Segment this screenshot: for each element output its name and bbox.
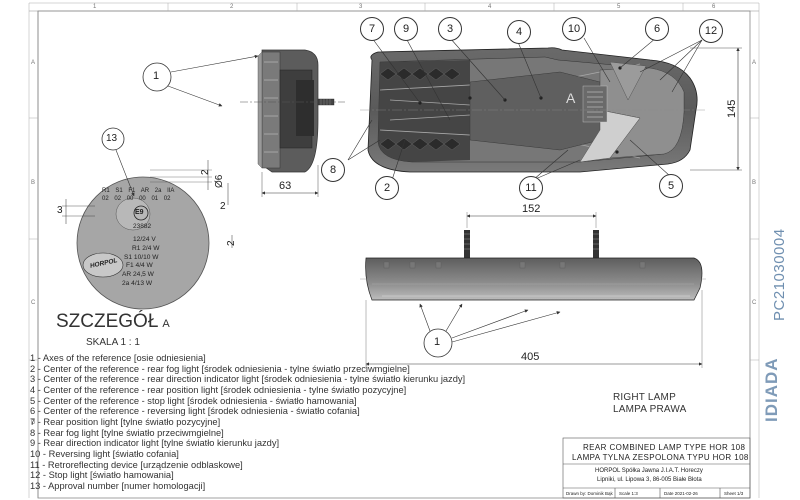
grid-col-2: 2: [230, 4, 234, 10]
front-balloons: [347, 37, 703, 181]
legend-item: 12 - Stop light [światło hamowania]: [30, 470, 174, 481]
balloon-6: 6: [645, 17, 669, 41]
grid-col-3: 3: [359, 4, 363, 10]
front-view: [360, 47, 742, 173]
balloon-2: 2: [375, 176, 399, 200]
balloon-9: 9: [394, 17, 418, 41]
balloon-4: 4: [507, 20, 531, 44]
dim-small-2a: 2: [200, 169, 211, 175]
grid-row-b-right: B: [752, 180, 757, 186]
dim-height: 145: [726, 99, 738, 118]
balloon-1-bottom: [419, 303, 561, 358]
dim-small-3: 3: [57, 205, 63, 216]
side-view: [240, 49, 345, 197]
title-line-2: LAMPA TYLNA ZESPOLONA TYPU HOR 108: [572, 453, 749, 462]
legend-item: 4 - Center of the reference - rear posit…: [30, 384, 407, 395]
front-marker-a: A: [566, 90, 576, 106]
rating-s1: S1 10/10 W: [124, 253, 159, 261]
balloon-12: 12: [699, 19, 723, 43]
dim-stud-spacing: 152: [522, 203, 541, 215]
rating-r1: R1 2/4 W: [132, 244, 160, 252]
balloon-5: 5: [659, 174, 683, 198]
legend-item: 13 - Approval number [numer homologacji]: [30, 480, 206, 491]
rating-voltage: 12/24 V: [133, 236, 156, 243]
dim-small-2c: 2: [226, 240, 237, 246]
balloon-11: 11: [519, 176, 543, 200]
ratings-list: 12/24 V R1 2/4 W S1 10/10 W F1 4/4 W AR …: [118, 236, 159, 289]
balloon-1-side: [142, 54, 259, 107]
drawing-date: Date 2021-02-26: [664, 491, 698, 496]
detail-codes-row1: R1 S1 F1 AR 2a IIA: [102, 188, 175, 194]
rating-f1: F1 4/4 W: [126, 262, 153, 270]
balloon-3: 3: [438, 17, 462, 41]
dim-small-2b: 2: [220, 201, 226, 212]
grid-row-d: D: [31, 420, 36, 426]
balloon-10: 10: [562, 17, 586, 41]
pc-code-stamp: PC21030004: [771, 228, 788, 321]
dim-ring-dia: Ø6: [214, 174, 225, 188]
rating-2a: 2a 4/13 W: [122, 279, 153, 287]
detail-codes-row2: 02 02 00 00 01 02: [102, 196, 171, 202]
title-line-1: REAR COMBINED LAMP TYPE HOR 108: [583, 443, 746, 452]
grid-row-b: B: [31, 180, 36, 186]
legend-item: 2 - Center of the reference - rear fog l…: [30, 363, 410, 374]
rating-ar: AR 24,5 W: [122, 271, 154, 279]
approval-mark: E9: [135, 209, 144, 216]
grid-col-1: 1: [93, 4, 97, 10]
bottom-view: [360, 212, 708, 368]
legend-list: 1 - Axes of the reference [osie odniesie…: [30, 353, 465, 492]
detail-view: [62, 127, 233, 310]
sheet-frame: [28, 2, 760, 499]
lamp-side-en: RIGHT LAMP: [613, 392, 676, 403]
grid-col-6: 6: [712, 4, 716, 10]
grid-row-a-right: A: [752, 60, 757, 66]
grid-row-c-right: C: [752, 300, 757, 306]
approval-number: 23882: [133, 223, 152, 230]
balloon-13-label: 13: [106, 133, 118, 144]
drawing-sheet-number: Sheet 1/3: [724, 491, 744, 496]
grid-row-c: C: [31, 300, 36, 306]
detail-scale: SKALA 1 : 1: [86, 337, 140, 348]
balloon-1-side-label: 1: [153, 70, 160, 82]
company-address: Lipniki, ul. Lipowa 3, 86-005 Białe Błot…: [597, 477, 702, 483]
drawing-scale: Scale 1:3: [619, 491, 638, 496]
legend-item: 3 - Center of the reference - rear direc…: [30, 374, 466, 385]
title-block: [562, 437, 751, 499]
legend-item: 10 - Reversing light [światło cofania]: [30, 448, 179, 459]
idiada-logo: IDIADA: [762, 357, 781, 422]
lamp-side-pl: LAMPA PRAWA: [613, 404, 687, 415]
legend-item: 6 - Center of the reference - reversing …: [30, 406, 360, 417]
balloon-1-bottom-label: 1: [434, 336, 441, 348]
legend-item: 8 - Rear fog light [tylne światło przeci…: [30, 427, 224, 438]
balloon-7: 7: [360, 17, 384, 41]
legend-item: 9 - Rear direction indicator light [tyln…: [30, 438, 280, 449]
legend-item: 5 - Center of the reference - stop light…: [30, 395, 357, 406]
grid-row-a: A: [31, 60, 36, 66]
grid-col-4: 4: [488, 4, 492, 10]
drawn-by: Drawn by: Dominik Bąk: [566, 491, 613, 496]
legend-item: 1 - Axes of the reference [osie odniesie…: [30, 353, 206, 363]
balloon-8: 8: [321, 158, 345, 182]
company-name: HORPOL Spółka Jawna J.I.A.T. Horeczy: [595, 468, 703, 474]
dim-width: 405: [521, 351, 540, 363]
legend-item: 7 - Rear position light [tylne światło p…: [30, 416, 221, 427]
dim-depth: 63: [279, 180, 292, 192]
legend-item: 11 - Retroreflecting device [urządzenie …: [30, 459, 243, 470]
grid-col-5: 5: [617, 4, 621, 10]
